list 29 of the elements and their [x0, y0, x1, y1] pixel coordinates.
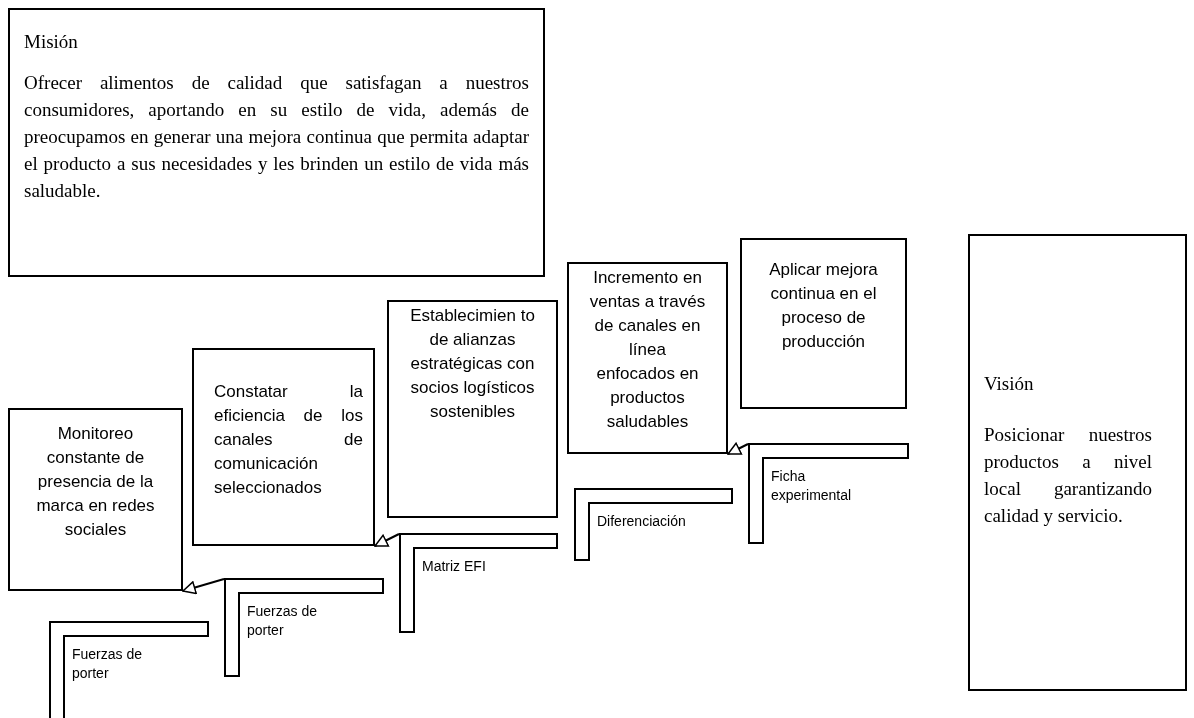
step-box: [8, 408, 183, 591]
arrow: [182, 578, 225, 595]
frame-label: Fuerzas de porter: [247, 602, 319, 640]
body-text: Incremento en ventas a través de canales en línea enfocados en productos saludables: [589, 267, 706, 433]
body-text: Ofrecer alimentos de calidad que satisfagan a nuestros consumidores, aportando en su estilo de vida, además de preocupamos en generar una mejora continua que permita adaptar el producto a sus necesidades y les brinden un estilo de vida más saludable.: [24, 71, 529, 203]
heading: Misión: [24, 30, 79, 54]
frame-label: Ficha experimental: [771, 467, 853, 505]
step-box: [387, 300, 558, 518]
l-shaped-frame: [399, 533, 558, 633]
body-text: Monitoreo constante de presencia de la marca en redes sociales: [35, 423, 156, 541]
body-text: Aplicar mejora continua en el proceso de producción: [768, 259, 879, 353]
statement-box: [8, 8, 545, 277]
l-shaped-frame: [574, 488, 733, 561]
body-text: Establecimien to de alianzas estratégicas con socios logísticos sostenibles: [409, 305, 536, 423]
frame-label: Fuerzas de porter: [72, 645, 144, 683]
arrow: [374, 533, 400, 547]
step-box: [567, 262, 728, 454]
step-box: [740, 238, 907, 409]
statement-box: [968, 234, 1187, 691]
frame-label: Diferenciación: [597, 512, 687, 531]
l-shaped-frame: [49, 621, 209, 718]
frame-label: Matriz EFI: [422, 557, 487, 576]
step-box: [192, 348, 375, 546]
l-shaped-frame: [748, 443, 909, 544]
body-text: Constatar la eficiencia de los canales de comunicación seleccionados: [214, 381, 363, 499]
body-text: Posicionar nuestros productos a nivel local garantizando calidad y servicio.: [984, 423, 1152, 528]
heading: Visión: [984, 372, 1035, 396]
l-shaped-frame: [224, 578, 384, 677]
arrow: [727, 442, 749, 455]
